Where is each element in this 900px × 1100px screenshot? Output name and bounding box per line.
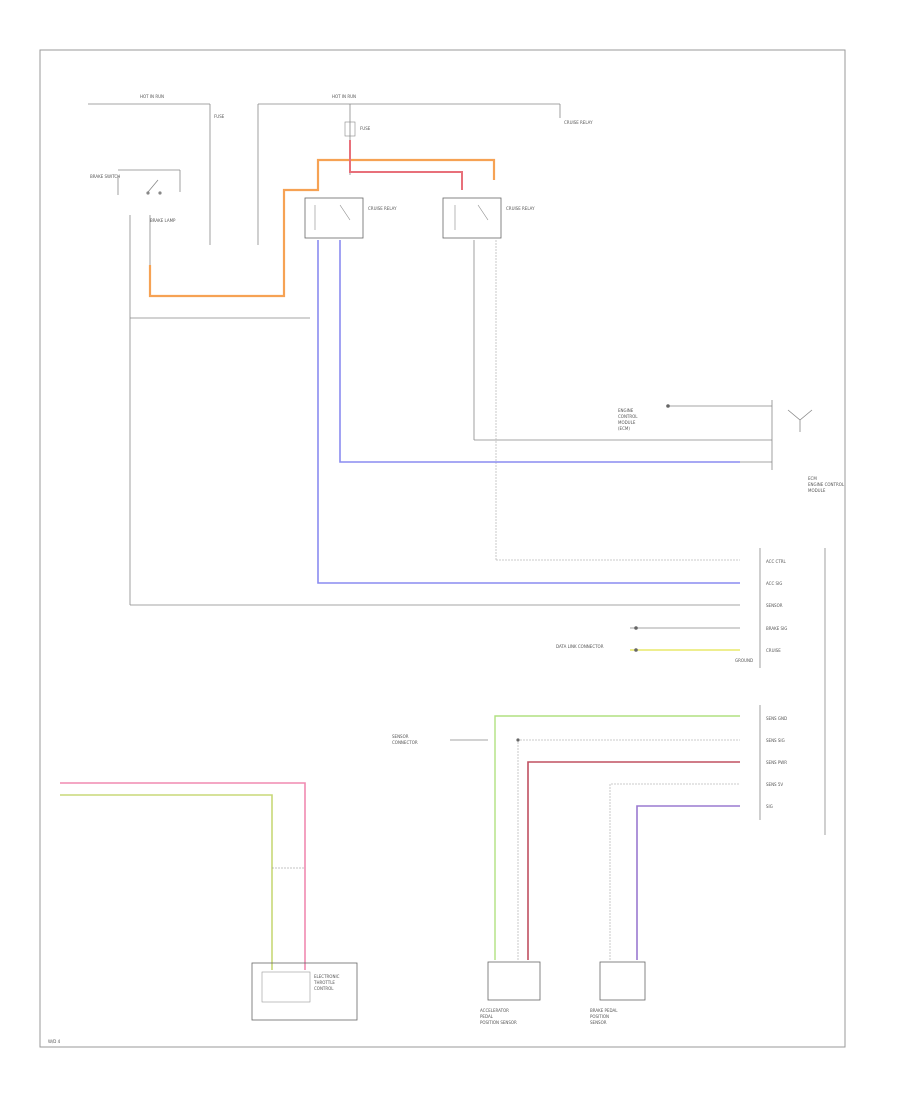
wire-darkred (527, 761, 740, 960)
pin-label-5: SENS GND (766, 716, 787, 721)
ecm-bottom-label-2: ENGINE CONTROL (808, 482, 845, 487)
relay-dashed-wires (495, 240, 740, 561)
brake-switch-label: BRAKE SWITCH (90, 174, 120, 179)
ecm-bottom-label-3: MODULE (808, 488, 826, 493)
top-center-relays (304, 104, 502, 239)
cruise-relay-label-3: CRUISE RELAY (564, 120, 593, 125)
pin-label-1: ACC SIG (766, 581, 782, 586)
sensor-right-label-3: SENSOR (590, 1020, 607, 1025)
hot-in-run-label-center: HOT IN RUN (332, 94, 356, 99)
data-link-label: DATA LINK CONNECTOR (556, 644, 604, 649)
sensor-mid-labels: ACCELERATOR PEDAL POSITION SENSOR (480, 1008, 517, 1025)
throttle-control-module (251, 962, 358, 1021)
pin-label-3: BRAKE SIG (766, 626, 787, 631)
diagram-border (39, 49, 846, 1048)
fuse-label-center: FUSE (360, 126, 371, 131)
wire-gray-sensor (517, 739, 740, 960)
connector-label-left: CONNECTOR (392, 740, 418, 745)
ecm-top-connector (740, 400, 813, 470)
module-left-label-3: CONTROL (314, 986, 334, 991)
module-left-labels: ELECTRONIC THROTTLE CONTROL (313, 974, 340, 991)
top-center-labels: HOT IN RUN FUSE CRUISE RELAY CRUISE RELA… (332, 94, 593, 211)
sensor-label-left: SENSOR (392, 734, 409, 739)
top-left-labels: HOT IN RUN FUSE BRAKE SWITCH BRAKE LAMP (90, 94, 225, 223)
pin-label-9: SIG (766, 804, 773, 809)
module-left-label-1: ELECTRONIC (314, 974, 340, 979)
wire-pink (60, 782, 306, 970)
ecm-pin-labels: ACC CTRL ACC SIG SENSOR BRAKE SIG CRUISE… (556, 559, 787, 809)
hot-in-run-label-left: HOT IN RUN (140, 94, 164, 99)
wire-violet (636, 805, 740, 960)
sensor-mid-label-2: PEDAL (480, 1014, 494, 1019)
brake-pedal-position-sensor (599, 961, 646, 1001)
wire-red (349, 140, 463, 190)
top-left-feed (88, 103, 561, 300)
pcm-label-4: (ECM) (618, 426, 630, 431)
ecm-top-labels: ENGINE CONTROL MODULE (ECM) ECM ENGINE C… (618, 408, 845, 493)
cruise-relay-label-1: CRUISE RELAY (368, 206, 397, 211)
pin-label-8: SENS 5V (766, 782, 783, 787)
fuse-label-left: FUSE (214, 114, 225, 119)
sensor-right-label-1: BRAKE PEDAL (590, 1008, 618, 1013)
cruise-relay-2 (442, 197, 502, 239)
ecm-bottom-label-1: ECM (808, 476, 817, 481)
ecm-pin-block (630, 548, 826, 835)
wire-gray-sensor-2 (609, 783, 740, 960)
module-left-label-2: THROTTLE (313, 980, 335, 985)
pcm-label-1: ENGINE (618, 408, 634, 413)
sensor-mid-label-3: POSITION SENSOR (480, 1020, 517, 1025)
sensor-mid-label-1: ACCELERATOR (480, 1008, 509, 1013)
pin-label-4: CRUISE (766, 648, 781, 653)
pcm-label-3: MODULE (618, 420, 636, 425)
cruise-relay-1 (304, 197, 364, 239)
accelerator-pedal-sensor (487, 961, 541, 1001)
wire-orange (148, 158, 496, 298)
brake-lamp-label: BRAKE LAMP (150, 218, 176, 223)
wire-olive (60, 794, 273, 970)
pin-label-7: SENS PWR (766, 760, 787, 765)
pcm-label-2: CONTROL (618, 414, 638, 419)
wires-purple (317, 240, 740, 584)
cruise-relay-label-2: CRUISE RELAY (506, 206, 535, 211)
pin-label-6: SENS SIG (766, 738, 785, 743)
pin-label-2: SENSOR (766, 603, 783, 608)
footer-code: W/D 4 (48, 1039, 61, 1044)
relay-gray-wires (129, 240, 772, 606)
sensor-right-label-2: POSITION (590, 1014, 609, 1019)
wire-green (494, 715, 740, 960)
pin-label-0: ACC CTRL (766, 559, 787, 564)
sensor-right-labels: BRAKE PEDAL POSITION SENSOR (590, 1008, 618, 1025)
sensor-left-labels: SENSOR CONNECTOR (392, 734, 418, 745)
ground-label: GROUND (735, 658, 753, 663)
